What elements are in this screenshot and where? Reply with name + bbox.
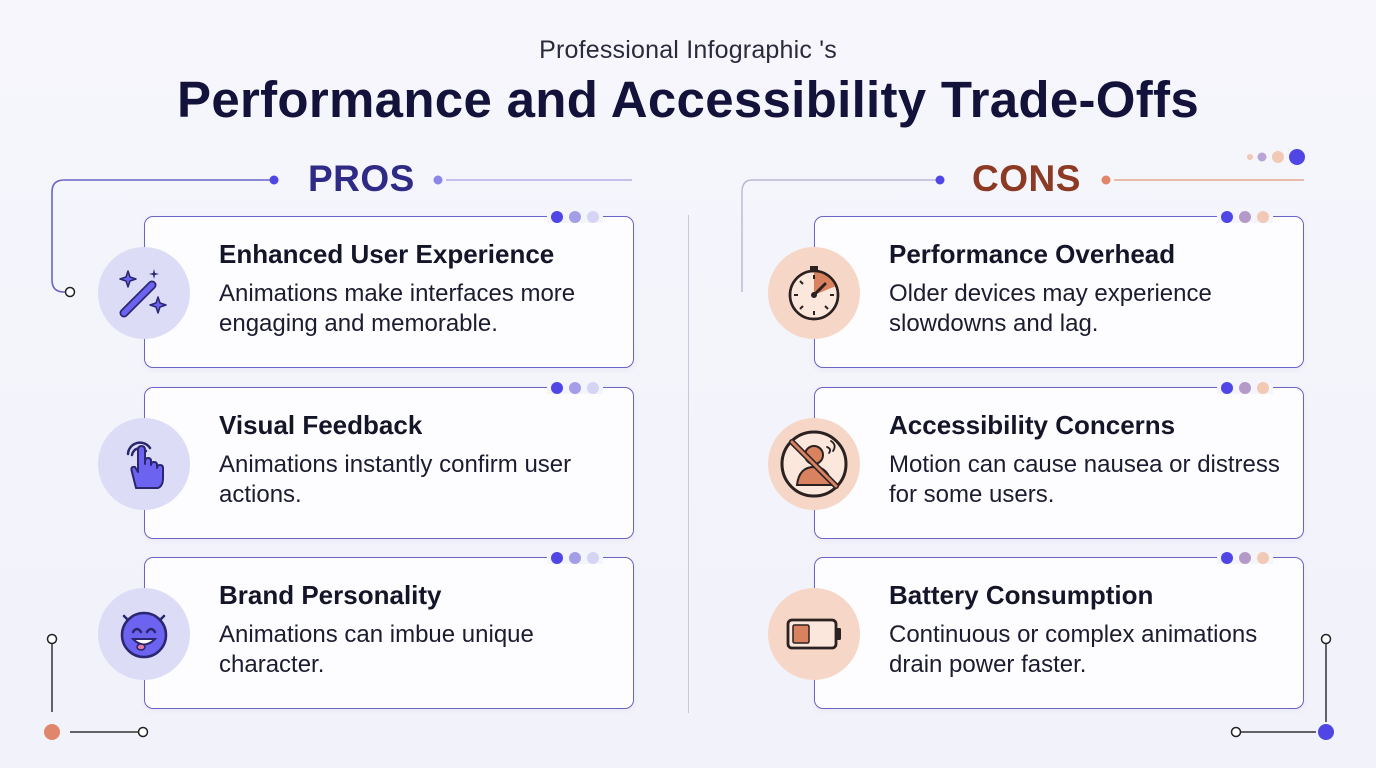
con-card-battery-consumption: Battery Consumption Continuous or comple… xyxy=(814,552,1304,709)
speedometer-icon xyxy=(768,247,860,339)
page-title: Performance and Accessibility Trade-Offs xyxy=(177,71,1199,128)
card-description: Motion can cause nausea or distress for … xyxy=(889,451,1280,508)
column-divider xyxy=(688,215,689,713)
card-description: Animations make interfaces more engaging… xyxy=(219,280,576,337)
con-card-accessibility-concerns: Accessibility Concerns Motion can cause … xyxy=(814,382,1304,539)
subtitle-kicker: Professional Infographic 's xyxy=(539,36,837,64)
tap-hand-icon xyxy=(98,418,190,510)
card-title: Battery Consumption xyxy=(889,580,1154,610)
no-motion-icon xyxy=(768,418,860,510)
pros-heading: PROS xyxy=(308,158,415,199)
card-dots xyxy=(1217,211,1273,223)
card-dots xyxy=(547,382,603,394)
card-title: Brand Personality xyxy=(219,580,442,610)
cons-heading: CONS xyxy=(972,158,1081,199)
card-dots xyxy=(547,211,603,223)
card-description: Continuous or complex animations drain p… xyxy=(889,621,1258,678)
card-title: Performance Overhead xyxy=(889,239,1176,269)
card-title: Enhanced User Experience xyxy=(219,239,555,269)
con-card-performance-overhead: Performance Overhead Older devices may e… xyxy=(814,211,1304,368)
card-description: Older devices may experience slowdowns a… xyxy=(889,280,1212,337)
card-description: Animations instantly confirm user action… xyxy=(219,451,572,508)
card-description: Animations can imbue unique character. xyxy=(219,621,534,678)
card-dots xyxy=(1217,382,1273,394)
card-title: Accessibility Concerns xyxy=(889,410,1176,440)
pro-card-user-experience: Enhanced User Experience Animations make… xyxy=(144,211,634,368)
pro-card-visual-feedback: Visual Feedback Animations instantly con… xyxy=(144,382,634,539)
magic-wand-icon xyxy=(98,247,190,339)
card-dots xyxy=(1217,552,1273,564)
card-dots xyxy=(547,552,603,564)
pro-card-brand-personality: Brand Personality Animations can imbue u… xyxy=(144,552,634,709)
low-battery-icon xyxy=(768,588,860,680)
card-title: Visual Feedback xyxy=(219,410,423,440)
smiley-face-icon xyxy=(98,588,190,680)
